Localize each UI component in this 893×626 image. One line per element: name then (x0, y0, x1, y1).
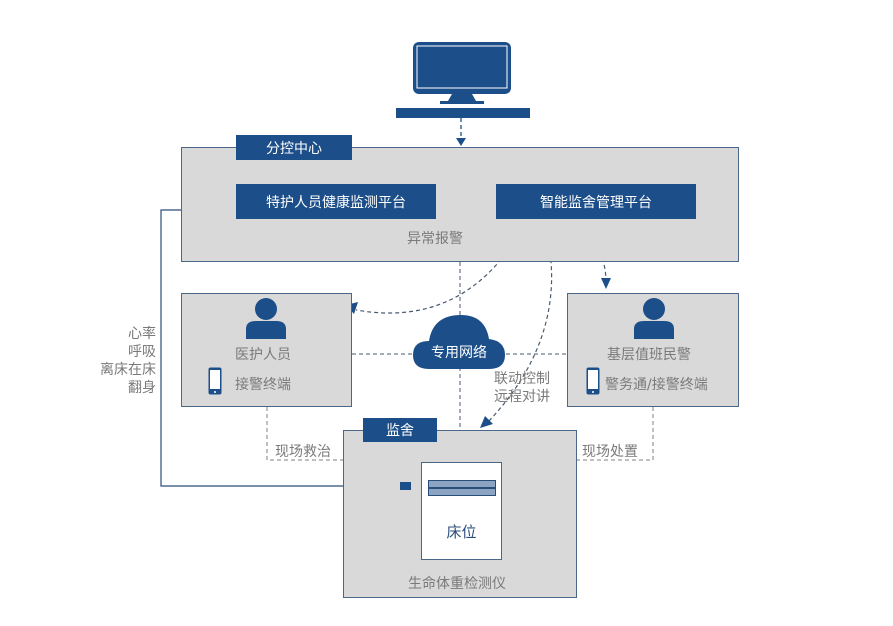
medical-staff-person-icon (244, 297, 288, 339)
control-center-tag: 分控中心 (236, 135, 352, 160)
to-cell-arrowhead (480, 416, 493, 428)
bed-pad-line (429, 487, 495, 489)
private-network-label: 专用网络 (431, 345, 487, 361)
bed-sensor-pad (428, 480, 496, 496)
police-person-icon (632, 297, 676, 339)
police-title: 基层值班民警 (607, 347, 691, 363)
rescue-label: 现场救治 (275, 444, 331, 460)
vital-turn-over: 翻身 (128, 380, 156, 396)
smart-cell-management-platform[interactable]: 智能监舍管理平台 (496, 184, 696, 219)
medical-phone-icon (208, 367, 222, 395)
police-phone-icon (586, 367, 600, 395)
cloud-icon (413, 315, 505, 369)
vital-bed-presence: 离床在床 (100, 362, 156, 378)
vital-weight-detector-label: 生命体重检测仪 (408, 576, 506, 592)
bed-label: 床位 (446, 523, 477, 541)
medical-staff-title: 医护人员 (235, 347, 291, 363)
private-network-cloud[interactable]: 专用网络 (411, 313, 507, 371)
vital-heart-rate: 心率 (128, 326, 156, 342)
sensor-node (400, 482, 411, 490)
remote-intercom-label: 远程对讲 (494, 389, 550, 405)
monitor-icon (396, 41, 530, 119)
linkage-control-label: 联动控制 (494, 371, 550, 387)
bed-box[interactable]: 床位 (421, 462, 502, 560)
vitals-labels: 心率 呼吸 离床在床 翻身 (86, 325, 156, 397)
to-police-arrowhead (601, 278, 611, 289)
monitor-link-arrowhead (456, 138, 466, 146)
police-terminal-label: 警务通/接警终端 (605, 377, 708, 393)
linkage-labels: 联动控制 远程对讲 (494, 370, 550, 406)
cell-tag: 监舍 (363, 418, 437, 442)
dispose-label: 现场处置 (582, 444, 638, 460)
vital-respiration: 呼吸 (128, 344, 156, 360)
medical-terminal-label: 接警终端 (235, 377, 291, 393)
health-monitoring-platform[interactable]: 特护人员健康监测平台 (236, 184, 436, 219)
abnormal-alarm-label: 异常报警 (407, 231, 463, 247)
